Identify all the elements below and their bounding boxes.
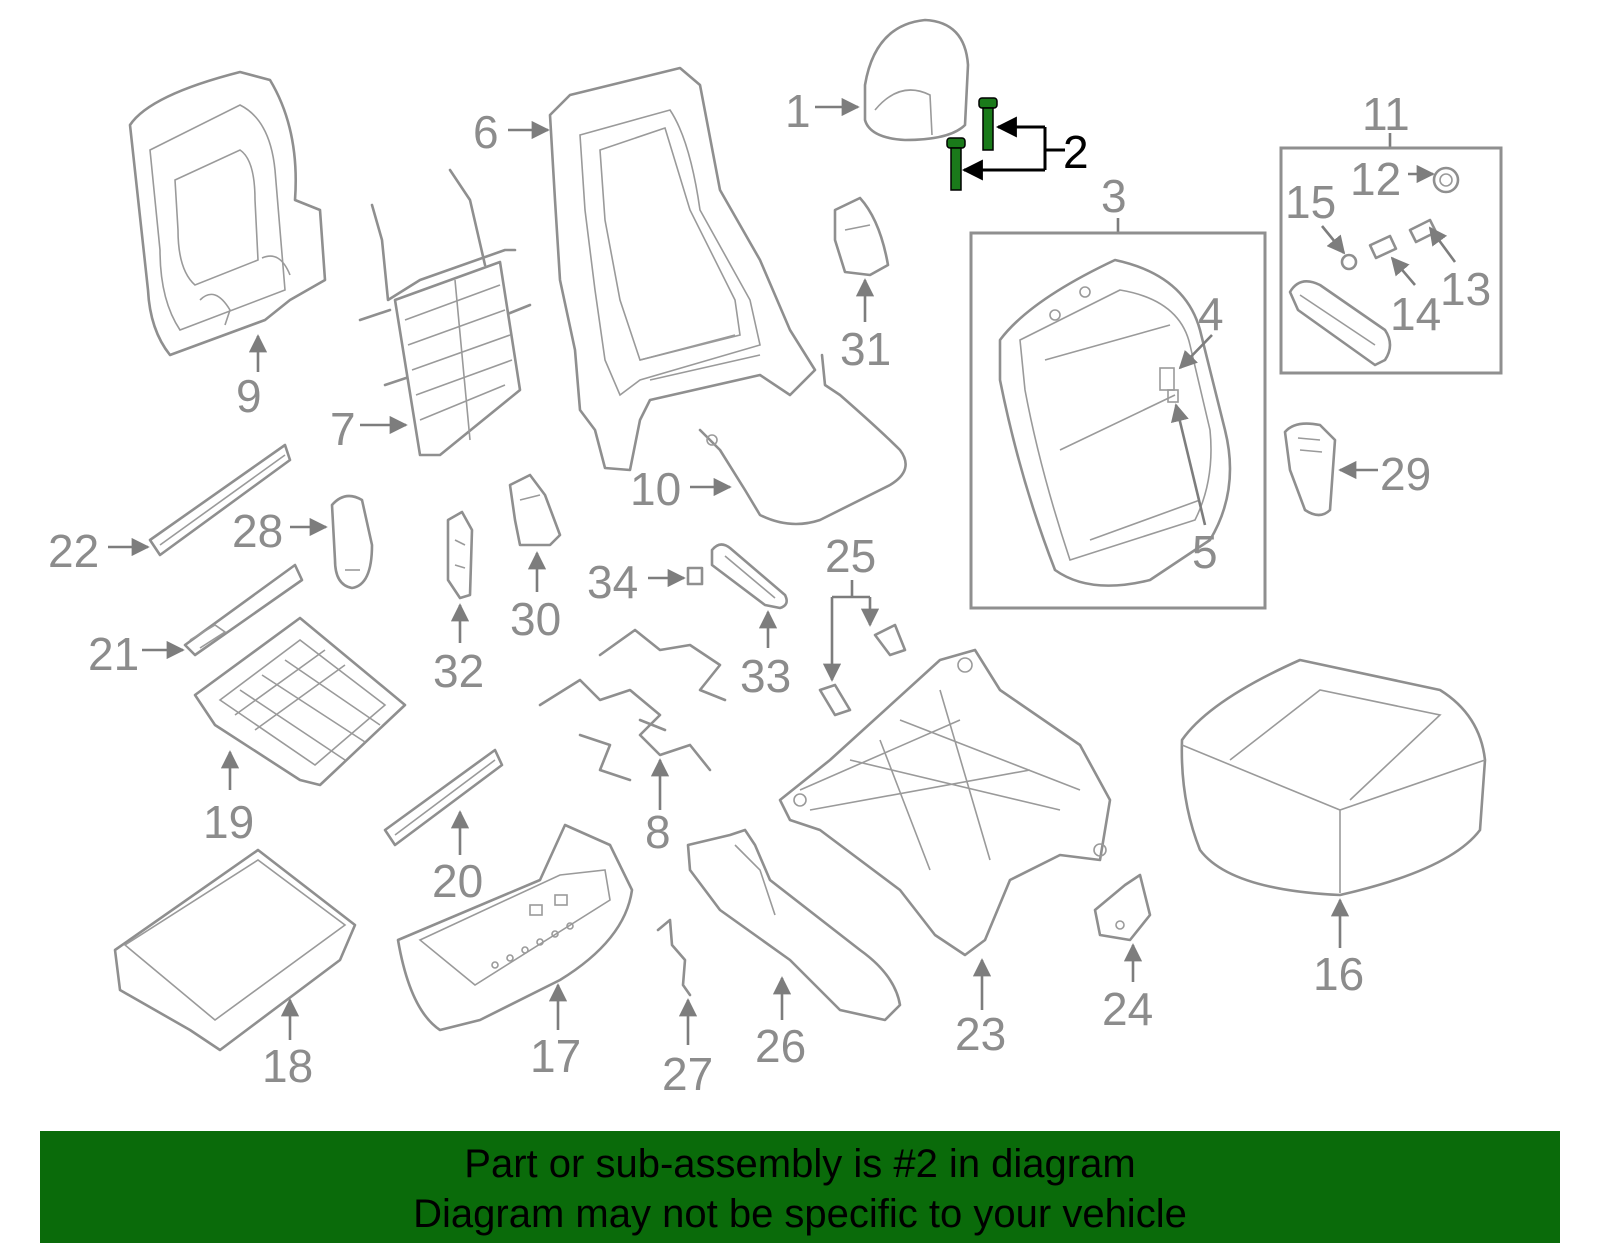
part-22-rail — [148, 443, 292, 557]
callout-1: 1 — [785, 85, 811, 137]
part-24-bracket — [1093, 873, 1152, 942]
part-8-springs — [538, 628, 727, 782]
callout-28: 28 — [232, 505, 283, 557]
callout-5: 5 — [1192, 526, 1218, 578]
callout-7: 7 — [330, 403, 356, 455]
part-7-spring-mat — [358, 168, 532, 457]
callout-14: 14 — [1390, 288, 1441, 340]
callout-21: 21 — [88, 628, 139, 680]
callout-8: 8 — [645, 806, 671, 858]
callout-13: 13 — [1440, 263, 1491, 315]
callout-17: 17 — [530, 1030, 581, 1082]
callout-31: 31 — [840, 323, 891, 375]
part-29-side-cover — [1283, 422, 1337, 517]
part-17-cushion-frame — [396, 823, 634, 1032]
callout-33: 33 — [740, 650, 791, 702]
callout-26: 26 — [755, 1020, 806, 1072]
part-33-bracket — [710, 543, 788, 610]
callout-10: 10 — [630, 463, 681, 515]
callout-3: 3 — [1101, 170, 1127, 222]
part-23-seat-track — [778, 648, 1112, 957]
banner-line-2: Diagram may not be specific to your vehi… — [413, 1192, 1187, 1236]
info-banner: Part or sub-assembly is #2 in diagram Di… — [40, 1131, 1560, 1243]
callout-25: 25 — [825, 530, 876, 582]
callout-34: 34 — [587, 556, 638, 608]
part-2-headrest-guides — [946, 97, 998, 191]
callout-6: 6 — [473, 106, 499, 158]
callout-2: 2 — [1063, 126, 1089, 178]
part-21-rail — [183, 563, 304, 657]
part-32-bracket — [446, 510, 474, 600]
part-1-headrest — [863, 18, 970, 142]
callout-9: 9 — [236, 370, 262, 422]
part-10-cable — [698, 353, 907, 526]
callout-12: 12 — [1350, 153, 1401, 205]
callout-16: 16 — [1313, 948, 1364, 1000]
banner-line-1: Part or sub-assembly is #2 in diagram — [464, 1142, 1136, 1186]
callout-27: 27 — [662, 1048, 713, 1100]
callout-20: 20 — [432, 855, 483, 907]
part-3-group-box — [969, 231, 1267, 610]
callout-18: 18 — [262, 1040, 313, 1092]
callout-4: 4 — [1198, 288, 1224, 340]
callout-30: 30 — [510, 593, 561, 645]
callout-23: 23 — [955, 1008, 1006, 1060]
callout-32: 32 — [433, 645, 484, 697]
part-16-cushion-cover — [1180, 658, 1487, 897]
part-9-seatback-panel — [128, 70, 327, 357]
part-6-seatback-frame — [548, 66, 817, 472]
part-20-rail — [383, 748, 504, 847]
part-11-group-box — [1279, 146, 1503, 375]
callout-22: 22 — [48, 525, 99, 577]
part-28-lever-cap — [330, 494, 374, 590]
callout-15: 15 — [1285, 176, 1336, 228]
callout-11: 11 — [1362, 88, 1410, 140]
callout-19: 19 — [203, 796, 254, 848]
callout-29: 29 — [1380, 448, 1431, 500]
part-18-cushion-pad — [113, 848, 357, 1052]
callout-24: 24 — [1102, 983, 1153, 1035]
part-26-side-shield — [686, 828, 902, 1022]
part-31-trim-cover — [833, 196, 890, 277]
part-34-clip — [686, 566, 704, 586]
part-25-clips — [818, 623, 907, 717]
part-27-bracket — [656, 918, 692, 997]
part-19-cushion-mat — [193, 616, 407, 787]
part-30-bracket — [508, 473, 562, 547]
seat-parts-diagram: 9 6 7 1 2 3 — [48, 18, 1503, 1100]
part-3-seatback-cover — [998, 258, 1232, 587]
